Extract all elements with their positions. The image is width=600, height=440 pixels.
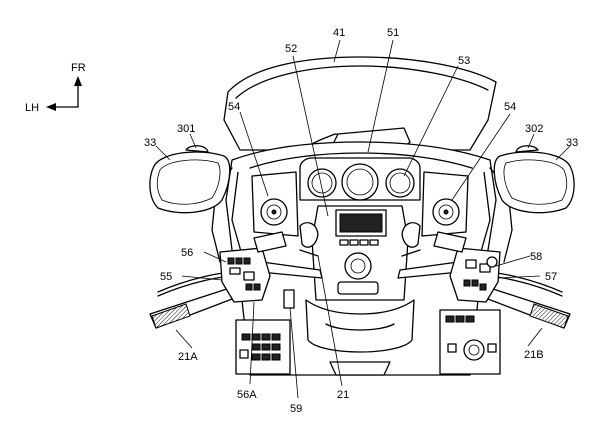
- label-301-left-mirror: 301: [177, 123, 195, 135]
- compass-left-label: LH: [25, 102, 39, 114]
- label-57: 57: [545, 271, 557, 283]
- left-handlebar: [149, 231, 323, 329]
- label-21-steering: 21: [337, 389, 349, 401]
- label-33-right-mirror: 33: [566, 137, 578, 149]
- right-lever-mount: [433, 231, 467, 253]
- left-vent: [299, 222, 319, 248]
- right-switch-panel: [439, 309, 501, 375]
- left-speaker: [251, 171, 299, 237]
- right-handlebar: [397, 231, 571, 329]
- center-console: [299, 205, 421, 301]
- label-59: 59: [290, 403, 302, 415]
- label-52: 52: [285, 43, 297, 55]
- label-54-right-speaker: 54: [504, 101, 516, 113]
- reference-numerals: 41 51 52 53 54 54 33 33 301 302 56 55 58…: [144, 27, 578, 415]
- label-21b-right-handlebar: 21B: [524, 349, 544, 361]
- label-33-left-mirror: 33: [144, 137, 156, 149]
- meter-cluster: [299, 157, 421, 201]
- right-speaker: [421, 171, 469, 237]
- label-21a-left-handlebar: 21A: [178, 351, 198, 363]
- label-56a: 56A: [237, 389, 257, 401]
- label-55: 55: [160, 271, 172, 283]
- label-41-windscreen: 41: [333, 27, 345, 39]
- right-mirror: [493, 145, 575, 214]
- center-dial: [344, 252, 372, 280]
- label-56-left-switch: 56: [181, 247, 193, 259]
- leader-lines: [155, 39, 571, 399]
- right-vent: [401, 222, 421, 248]
- direction-compass: FR LH: [25, 62, 86, 114]
- label-54-left-speaker: 54: [228, 101, 240, 113]
- left-lever-mount: [253, 231, 287, 253]
- label-51-meter-visor: 51: [387, 27, 399, 39]
- label-58-right-switch: 58: [530, 251, 542, 263]
- left-mirror: [149, 145, 231, 214]
- display-buttons: [339, 239, 379, 246]
- label-302-right-mirror: 302: [525, 123, 543, 135]
- left-switch-panel: [235, 319, 291, 375]
- compass-forward-label: FR: [71, 62, 86, 74]
- label-53-meter: 53: [458, 55, 470, 67]
